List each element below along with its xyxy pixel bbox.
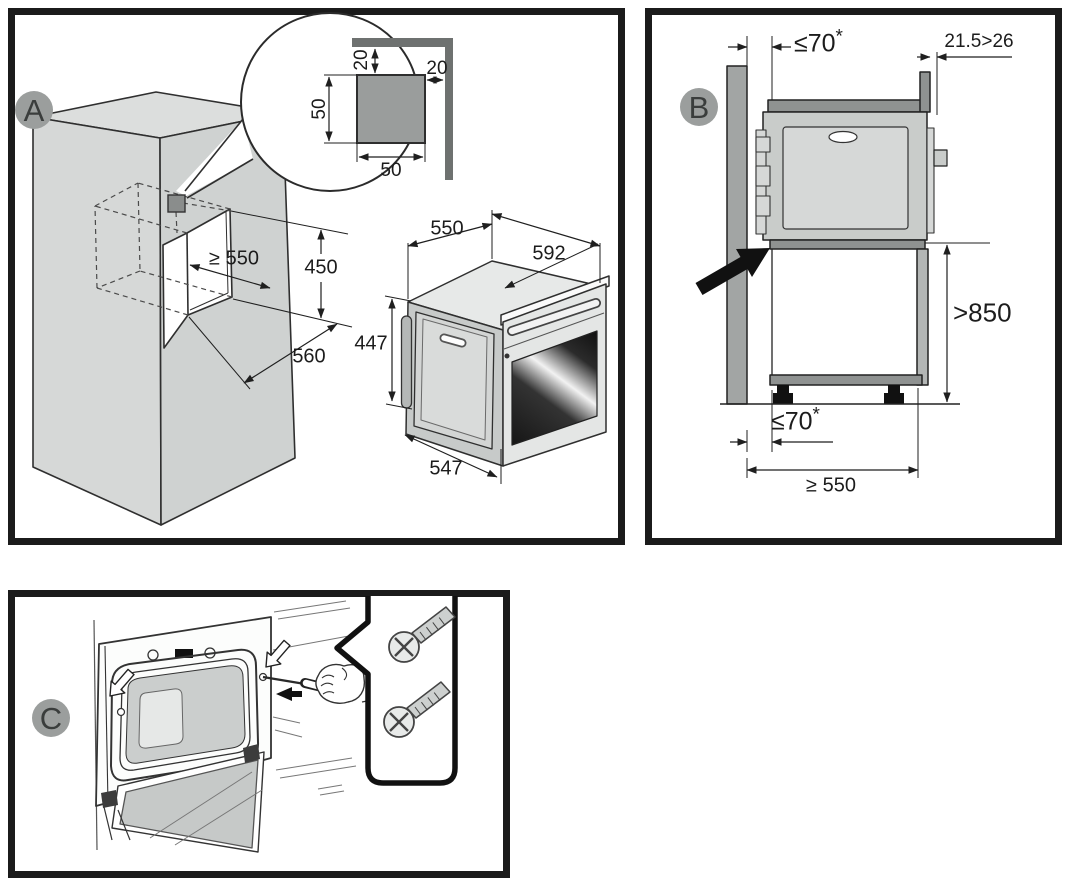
panel-a-label: A — [15, 91, 53, 129]
top-clearance-dim: ≤70* — [794, 26, 843, 59]
oven-bottom-depth-dim: 547 — [429, 457, 463, 480]
cabinet-depth-dim: ≥ 550 — [806, 474, 856, 497]
hole-height-dim: 50 — [309, 98, 330, 120]
hole-width-dim: 50 — [380, 160, 402, 181]
panel-a-letter: A — [23, 92, 45, 128]
oven-width-dim: 592 — [532, 242, 566, 265]
panel-b-letter: B — [688, 89, 710, 125]
hole-offset-right-dim: 20 — [426, 58, 448, 79]
niche-width-dim: 560 — [292, 345, 326, 368]
niche-height-dim: 450 — [304, 256, 338, 279]
hole-offset-top-dim: 20 — [351, 49, 372, 71]
panel-b-side-clearances — [645, 8, 1062, 545]
niche-depth-dim: ≥ 550 — [209, 247, 259, 270]
top-clearance-value: ≤70 — [794, 29, 836, 58]
oven-top-depth-dim: 550 — [430, 217, 464, 240]
bottom-clearance-dim: ≤70* — [771, 404, 820, 437]
bottom-clearance-value: ≤70 — [771, 407, 813, 436]
bottom-clearance-note-star: * — [812, 404, 820, 426]
panel-c-label: C — [32, 699, 70, 737]
panel-c-letter: C — [39, 700, 63, 736]
rear-gap-dim: 21.5>26 — [944, 31, 1014, 52]
panel-c-door-fixing — [8, 590, 510, 878]
oven-height-dim: 447 — [354, 332, 388, 355]
panel-b-label: B — [680, 88, 718, 126]
worktop-height-dim: >850 — [953, 297, 1012, 328]
top-clearance-note-star: * — [835, 26, 843, 48]
